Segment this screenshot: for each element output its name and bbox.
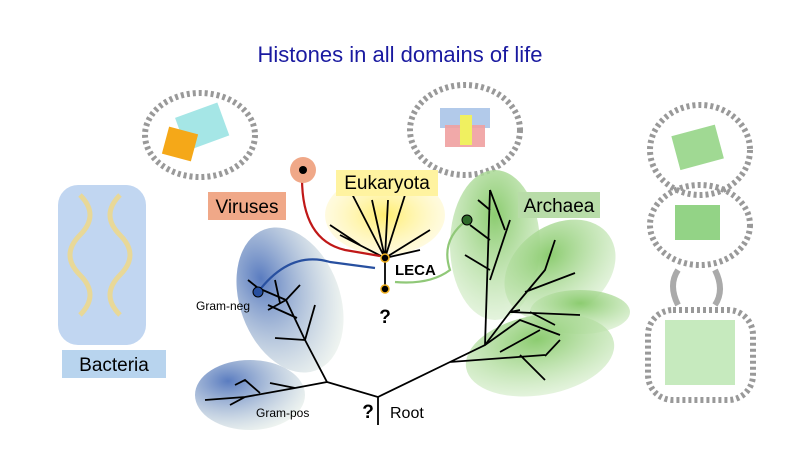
leca-node: [380, 253, 390, 263]
gram-pos-label: Gram-pos: [256, 406, 309, 420]
archaea-arrow: [394, 219, 468, 284]
archaea-label-bg: [518, 192, 600, 218]
eukaryota-label: Eukaryota: [344, 173, 430, 194]
transition-arrow-up: [712, 268, 723, 307]
gram-neg-clade-shading: [236, 227, 344, 373]
archaea-label: Archaea: [524, 196, 595, 217]
pre-leca-node: [380, 284, 390, 294]
eukaryota-label-bg: [336, 170, 438, 196]
bacteria-label-bg: [62, 350, 166, 378]
gram-pos-clade-shading: [195, 360, 305, 430]
archaea-node: [461, 214, 473, 226]
viruses-label-bg: [208, 192, 286, 220]
virus-core-icon: [299, 166, 307, 174]
diagram-title: Histones in all domains of life: [258, 42, 543, 67]
phylogenetic-tree: [204, 189, 581, 425]
bacteria-arrow: [257, 258, 376, 293]
archaea-hypernucleosome-structures: [645, 102, 756, 403]
viruses-label: Viruses: [215, 197, 278, 218]
root-question: ?: [362, 402, 374, 423]
bacteria-histone-filament: [58, 185, 146, 345]
leca-origin-question: ?: [379, 307, 391, 328]
bacteria-label: Bacteria: [79, 355, 149, 376]
virus-arrow: [300, 177, 381, 258]
virus-histone-structure: [142, 90, 258, 180]
transition-arrow-down: [670, 268, 681, 307]
gram-neg-label: Gram-neg: [196, 299, 250, 313]
gram-neg-node: [252, 286, 264, 298]
eukaryote-nucleosome-structure: [407, 82, 523, 178]
leca-label: LECA: [395, 262, 436, 279]
root-label: Root: [390, 405, 424, 422]
